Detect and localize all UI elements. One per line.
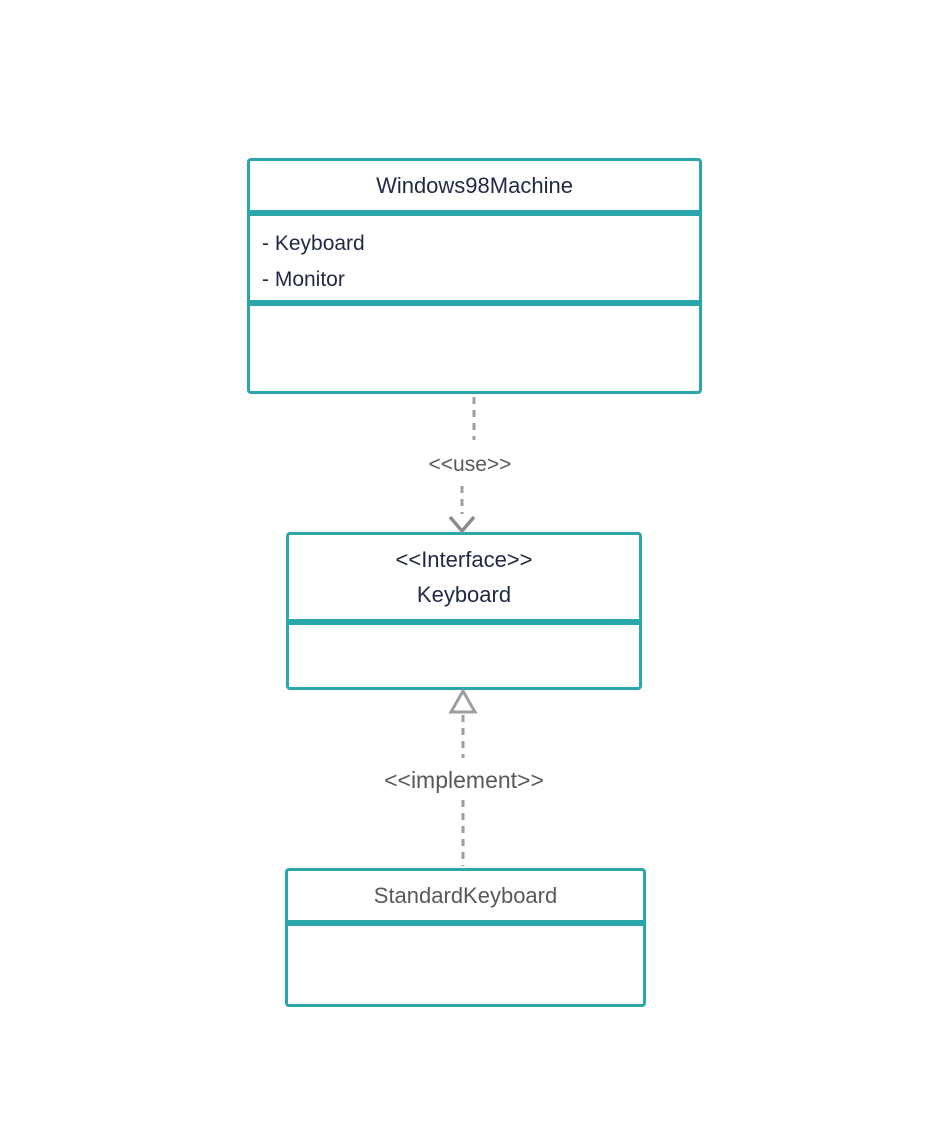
interface-title-compartment: <<Interface>> Keyboard xyxy=(286,532,642,622)
attribute-item: - Keyboard xyxy=(262,232,365,255)
interface-box-keyboard[interactable]: <<Interface>> Keyboard xyxy=(286,532,642,690)
class-body-compartment xyxy=(285,923,646,1007)
implement-edge-label[interactable]: <<implement>> xyxy=(364,765,564,795)
interface-methods-compartment xyxy=(286,622,642,690)
class-title-compartment: StandardKeyboard xyxy=(285,868,646,923)
class-methods-compartment xyxy=(247,303,702,394)
class-title: Windows98Machine xyxy=(376,173,573,198)
class-attributes-compartment: - Keyboard - Monitor xyxy=(247,213,702,303)
interface-title: Keyboard xyxy=(416,582,512,607)
hollow-triangle-arrowhead-icon xyxy=(448,687,478,714)
class-box-windows98machine[interactable]: Windows98Machine - Keyboard - Monitor xyxy=(247,158,702,394)
use-edge-label[interactable]: <<use>> xyxy=(400,451,540,479)
attribute-item: - Monitor xyxy=(262,268,345,291)
interface-stereotype: <<Interface>> xyxy=(395,547,533,572)
open-chevron-arrowhead-icon xyxy=(448,515,476,534)
class-box-standardkeyboard[interactable]: StandardKeyboard xyxy=(285,868,646,1007)
class-title: StandardKeyboard xyxy=(373,883,558,908)
class-title-compartment: Windows98Machine xyxy=(247,158,702,213)
